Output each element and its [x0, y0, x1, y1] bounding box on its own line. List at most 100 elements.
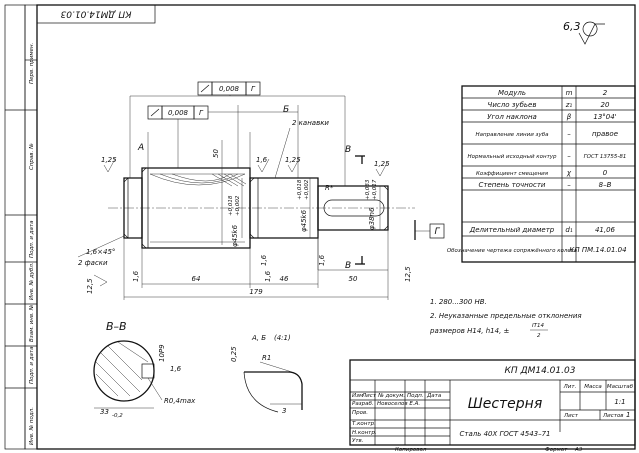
hdr-sign: Подп. — [407, 393, 424, 399]
hdr-list: Лист — [361, 393, 377, 399]
rough-e: 12,5 — [404, 266, 412, 282]
param-val-7: 41,06 — [595, 226, 616, 234]
dim-50-top: 50 — [212, 149, 220, 158]
param-name-2: Угол наклона — [487, 113, 537, 121]
param-sym-4: – — [567, 152, 571, 160]
param-val-5: 0 — [603, 169, 608, 177]
roughness-bracket-icon — [582, 21, 598, 37]
side-label-orig: Инв. № подл. — [29, 407, 35, 445]
marker-v-bottom: В — [345, 261, 351, 271]
note-chamfers: 2 фаски — [78, 259, 108, 267]
param-sym-3: – — [567, 130, 571, 138]
param-sym-6: – — [567, 181, 571, 189]
rough-d: 12,5 — [86, 278, 94, 294]
title-material: Сталь 40Х ГОСТ 4543–71 — [459, 430, 550, 438]
dim-d2: φ45k6 — [300, 209, 308, 232]
param-sym-2: β — [567, 113, 572, 121]
role-dev: Разраб. — [352, 401, 374, 407]
dim-50-right: 50 — [349, 275, 358, 283]
marker-v-top: В — [345, 145, 351, 155]
sheets-value: 1 — [626, 411, 630, 419]
side-label-first-use: Перв. примен. — [29, 42, 35, 84]
sheet-label: Лист — [563, 413, 579, 419]
top-stamp-code: КП ДМ14.01.03 — [60, 9, 131, 19]
dim-46: 46 — [280, 275, 289, 283]
section-view: В–В 10P9 1,6 R0,4max 33 -0,2 — [93, 320, 196, 419]
view-markers: Б А В В Г — [137, 105, 445, 271]
param-val-0: 2 — [603, 89, 608, 97]
rough-c: 1,25 — [374, 160, 390, 168]
keyway-slot — [323, 199, 385, 217]
param-sym-0: m — [566, 89, 573, 97]
rough-16-a: 1,6 — [256, 156, 268, 164]
side-labels: Перв. примен. Справ. № Подп. и дата Инв.… — [29, 42, 35, 445]
param-val-2: 13°04' — [593, 113, 616, 121]
detail-r1: R1 — [262, 354, 271, 362]
tol-mid-datum: Г — [199, 109, 204, 117]
tech-notes: 1. 280...300 HB. 2. Неуказанные предельн… — [429, 298, 582, 339]
footer: Копировал Формат А3 — [395, 447, 583, 453]
sheets-label: Листов — [602, 413, 624, 419]
top-stamp: КП ДМ14.01.03 — [36, 4, 156, 24]
note-chamfer: 1,6×45° — [86, 248, 115, 256]
dim-d3-bot: +0,017 — [372, 179, 378, 200]
general-roughness: 6,3 — [563, 20, 605, 45]
param-name-3: Направление линии зуба — [476, 132, 550, 138]
detail-025: 0,25 — [230, 346, 238, 362]
shaft-annotations: 2 канавки 1,6×45° 2 фаски R* — [77, 119, 334, 267]
roughness-marks: 1,25 1,6 1,25 1,25 12,5 12,5 1,6 1,6 1,6… — [86, 156, 412, 294]
param-val-6: 8–В — [599, 181, 612, 189]
role-ncontrol: Н.контр. — [352, 430, 377, 436]
param-name-1: Число зубьев — [488, 101, 537, 109]
footer-format: Формат — [545, 447, 568, 453]
section-r: R0,4max — [164, 397, 196, 405]
runout-icon — [200, 84, 210, 93]
col-mass: Масса — [584, 384, 602, 390]
note-3: размеров H14, h14, ± — [429, 327, 510, 335]
param-val-3: правое — [592, 130, 618, 138]
param-val-4: ГОСТ 13755-81 — [584, 154, 627, 160]
param-val-8: КП ПМ.14.01.04 — [569, 246, 626, 254]
runout-icon-2 — [150, 108, 160, 117]
side-label-sign-1: Подп. и дата — [29, 220, 35, 258]
developer-name: Новоселов Е.А. — [377, 401, 420, 407]
roughness-check-icon — [578, 23, 605, 45]
param-val-1: 20 — [601, 101, 610, 109]
rough-a: 1,25 — [101, 156, 117, 164]
section-dim-33: 33 — [100, 408, 109, 416]
diameter-dims: φ45k6 +0,018 +0,002 φ45k6 +0,018 +0,002 … — [228, 178, 381, 247]
note-fillet: R* — [325, 184, 334, 192]
rough-16-c: 1,6 — [260, 254, 268, 266]
role-approve: Утв. — [352, 438, 364, 444]
param-name-5: Коэффициент смещения — [476, 171, 549, 177]
section-dim-10: 10P9 — [158, 344, 166, 362]
marker-a: А — [137, 143, 144, 153]
param-name-7: Делительный диаметр — [469, 226, 555, 234]
dim-d1-bot: +0,002 — [235, 195, 241, 216]
rough-16-d: 1,6 — [264, 270, 272, 282]
rough-b: 1,25 — [285, 156, 301, 164]
dim-d1-top: +0,018 — [228, 195, 234, 216]
col-lit: Лит. — [563, 384, 577, 390]
detail-scale: (4:1) — [274, 334, 291, 342]
params-table: Модуль m 2 Число зубьев z₁ 20 Угол накло… — [447, 85, 636, 263]
side-label-ref: Справ. № — [29, 143, 35, 170]
dim-179: 179 — [249, 288, 263, 296]
title-code: КП ДМ14.01.03 — [505, 366, 576, 376]
tolerance-top: 0,008 Г — [130, 81, 345, 97]
tol-mid-value: 0,008 — [168, 109, 189, 117]
tol-top-datum: Г — [251, 85, 256, 93]
role-tcontrol: Т.контр. — [352, 421, 376, 427]
footer-copied: Копировал — [395, 447, 427, 453]
side-label-dup: Инв. № дубл. — [29, 262, 35, 300]
title-block: КП ДМ14.01.03 Изм Лист № докум. Подп. Да… — [349, 359, 636, 446]
param-name-8: Обозначение чертежа сопряжённого колеса — [447, 248, 578, 254]
note-3-frac-top: IT14 — [532, 323, 544, 329]
col-scale: Масштаб — [607, 384, 634, 390]
param-sym-7: d₁ — [565, 226, 572, 234]
detail-3: 3 — [282, 407, 286, 415]
detail-view: А, Б (4:1) R1 0,25 3 — [230, 334, 303, 415]
hdr-doc: № докум. — [377, 393, 405, 399]
dim-d1: φ45k6 — [231, 224, 239, 247]
